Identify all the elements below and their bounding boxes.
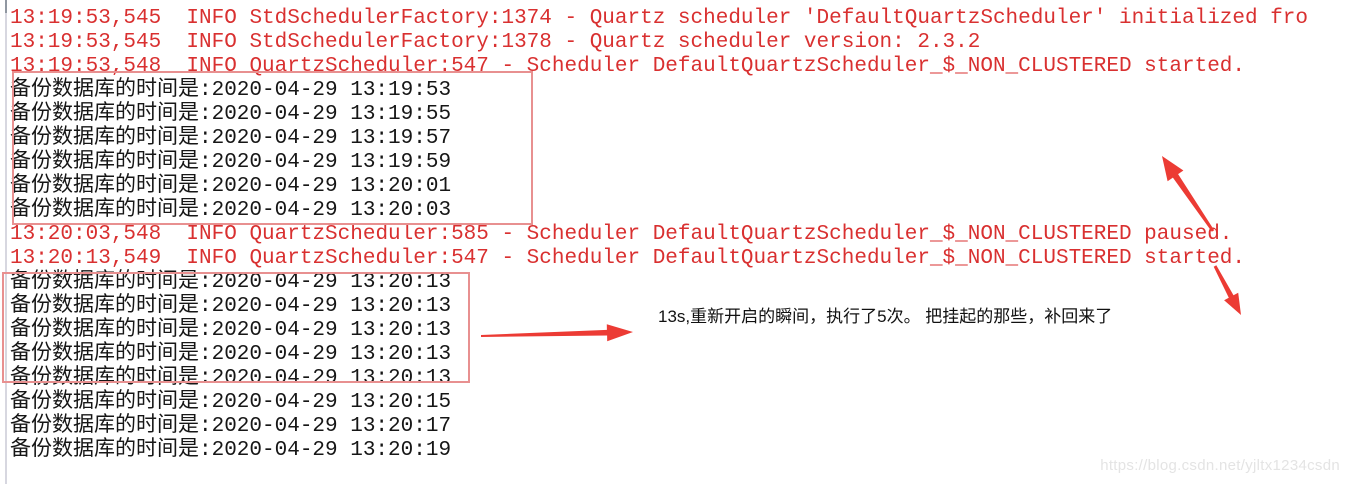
watermark-url: https://blog.csdn.net/yjltx1234csdn: [1100, 457, 1340, 474]
log-line: 备份数据库的时间是:2020-04-29 13:20:13: [10, 271, 452, 294]
log-line: 13:20:13,549 INFO QuartzScheduler:547 - …: [10, 247, 1246, 270]
log-line: 备份数据库的时间是:2020-04-29 13:20:13: [10, 343, 452, 366]
log-line: 备份数据库的时间是:2020-04-29 13:20:17: [10, 415, 452, 438]
log-line: 备份数据库的时间是:2020-04-29 13:20:13: [10, 367, 452, 390]
annotation-note: 13s,重新开启的瞬间，执行了5次。 把挂起的那些，补回来了: [658, 307, 1113, 326]
log-line: 13:19:53,548 INFO QuartzScheduler:547 - …: [10, 55, 1246, 78]
console-scrollbar-fragment[interactable]: [5, 0, 7, 13]
log-line: 13:19:53,545 INFO StdSchedulerFactory:13…: [10, 31, 981, 54]
console-output: 13:19:53,545 INFO StdSchedulerFactory:13…: [10, 7, 1351, 463]
log-line: 备份数据库的时间是:2020-04-29 13:19:55: [10, 103, 452, 126]
log-line: 备份数据库的时间是:2020-04-29 13:20:15: [10, 391, 452, 414]
log-line: 13:19:53,545 INFO StdSchedulerFactory:13…: [10, 7, 1309, 30]
log-line: 备份数据库的时间是:2020-04-29 13:19:53: [10, 79, 452, 102]
log-line: 备份数据库的时间是:2020-04-29 13:19:59: [10, 151, 452, 174]
log-line: 备份数据库的时间是:2020-04-29 13:20:19: [10, 439, 452, 462]
log-line: 备份数据库的时间是:2020-04-29 13:19:57: [10, 127, 452, 150]
log-line: 备份数据库的时间是:2020-04-29 13:20:03: [10, 199, 452, 222]
log-line: 备份数据库的时间是:2020-04-29 13:20:01: [10, 175, 452, 198]
log-line: 备份数据库的时间是:2020-04-29 13:20:13: [10, 295, 452, 318]
log-line: 13:20:03,548 INFO QuartzScheduler:585 - …: [10, 223, 1233, 246]
log-line: 备份数据库的时间是:2020-04-29 13:20:13: [10, 319, 452, 342]
console-left-rail: [5, 0, 7, 484]
